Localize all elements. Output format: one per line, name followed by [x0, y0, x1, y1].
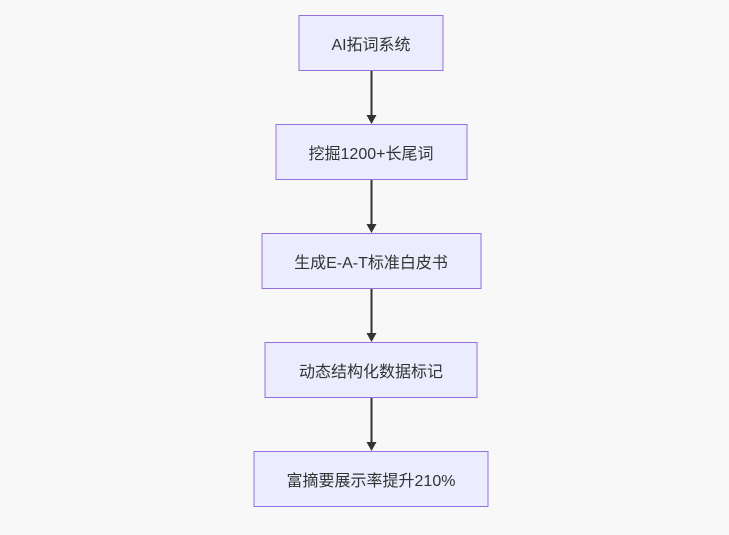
flow-node-structured-data-markup: 动态结构化数据标记 [264, 342, 478, 398]
flow-edge-4 [366, 398, 376, 451]
arrowhead-down-icon [366, 224, 376, 233]
flow-node-label: 挖掘1200+长尾词 [308, 146, 434, 163]
flow-node-label: 动态结构化数据标记 [298, 364, 443, 381]
arrow-line [370, 71, 372, 116]
flow-node-longtail-mining: 挖掘1200+长尾词 [275, 124, 467, 180]
arrow-line [370, 180, 372, 225]
arrowhead-down-icon [366, 115, 376, 124]
flow-node-rich-snippet-result: 富摘要展示率提升210% [253, 451, 489, 507]
flow-node-label: AI拓词系统 [331, 37, 411, 54]
flowchart-column: AI拓词系统 挖掘1200+长尾词 生成E-A-T标准白皮书 动态结构化数据标记 [253, 15, 489, 507]
flow-node-label: 富摘要展示率提升210% [286, 473, 456, 490]
flow-edge-3 [366, 289, 376, 342]
flow-edge-2 [366, 180, 376, 233]
arrowhead-down-icon [366, 442, 376, 451]
flow-node-ai-keyword-system: AI拓词系统 [298, 15, 444, 71]
flow-node-label: 生成E-A-T标准白皮书 [294, 255, 448, 272]
flow-edge-1 [366, 71, 376, 124]
arrow-line [370, 289, 372, 334]
flow-node-eat-whitepaper: 生成E-A-T标准白皮书 [261, 233, 481, 289]
arrow-line [370, 398, 372, 443]
arrowhead-down-icon [366, 333, 376, 342]
